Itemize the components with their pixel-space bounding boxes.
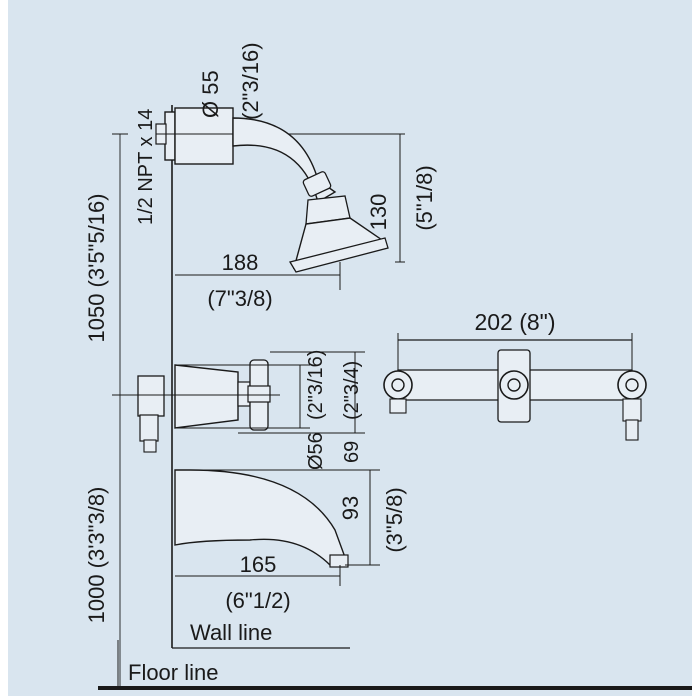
valve-side-view (128, 359, 280, 453)
escutcheon-diameter-in: (2"3/16) (305, 350, 327, 420)
valve-to-arm-height: 1050 (3'5"5/16) (84, 193, 109, 342)
valve-width-label: 202 (8") (474, 309, 555, 335)
spout-drop-in: (3"5/8) (382, 487, 407, 552)
valve-front-view (383, 333, 647, 441)
shower-arm-diameter-in: (2"3/16) (238, 42, 263, 120)
shower-arm-diameter-mm: Ø 55 (198, 70, 223, 118)
spout-drop-mm: 93 (338, 496, 363, 520)
spout-reach-mm: 165 (240, 552, 277, 577)
floor-line-label: Floor line (128, 660, 218, 685)
spout-reach-in: (6"1/2) (225, 588, 290, 613)
valve-floor-height: 1000 (3'3"3/8) (84, 487, 109, 624)
background-panel (8, 0, 692, 696)
showerhead-drop-mm: 130 (366, 194, 391, 231)
handle-offset-mm: 69 (341, 441, 363, 463)
tub-spout (174, 469, 349, 568)
thread-label: 1/2 NPT x 14 (135, 109, 157, 225)
shower-arm-flange (155, 107, 405, 165)
showerhead-drop-in: (5"1/8) (412, 165, 437, 230)
escutcheon-diameter-mm: Ø56 (305, 432, 327, 470)
shower-arm (232, 117, 337, 204)
showerhead-reach-mm: 188 (222, 250, 259, 275)
handle-offset-in: (2"3/4) (341, 361, 363, 420)
showerhead (288, 171, 389, 273)
wall-line-label: Wall line (190, 620, 272, 645)
showerhead-reach-in: (7"3/8) (207, 286, 272, 311)
